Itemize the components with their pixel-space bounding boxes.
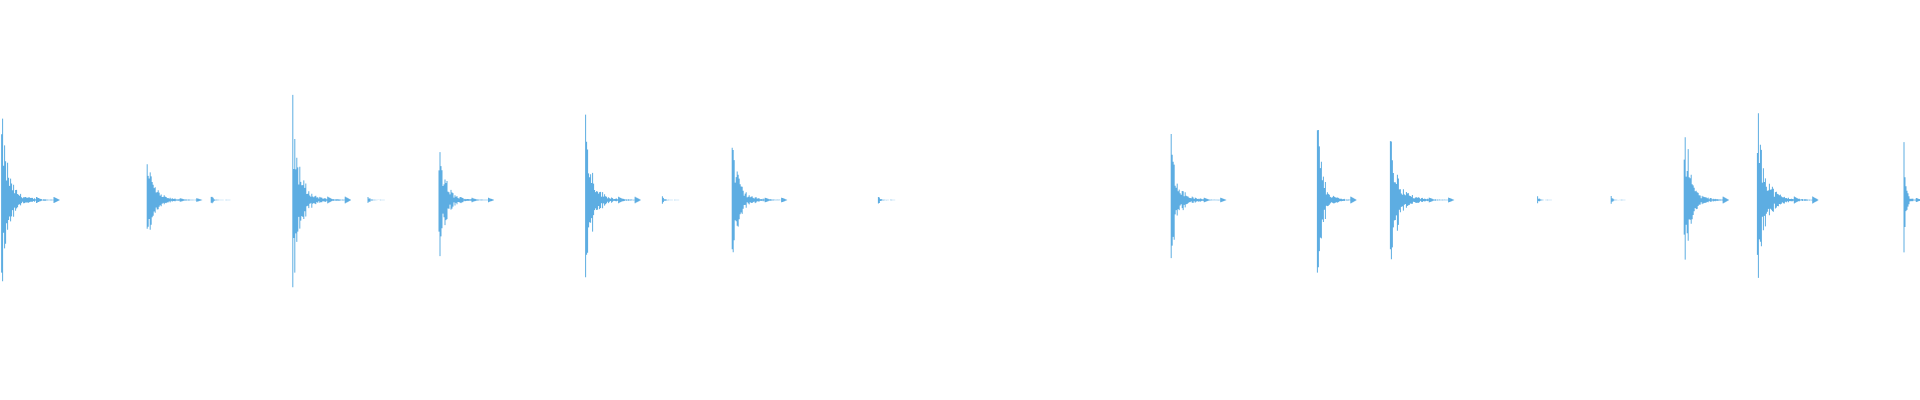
transient-burst: [146, 164, 203, 230]
waveform-segment: [731, 147, 785, 253]
transient-burst: [1610, 196, 1626, 204]
waveform-echo: [601, 196, 641, 204]
waveform-segment: [367, 197, 380, 203]
transient-burst: [1316, 130, 1357, 273]
waveform-segment: [1170, 134, 1225, 259]
transient-burst: [661, 196, 680, 204]
waveform-echo: [1915, 198, 1920, 202]
waveform-segment: [438, 152, 492, 257]
transient-burst: [210, 196, 231, 204]
waveform-segment: [1610, 196, 1620, 204]
transient-burst: [1756, 113, 1819, 278]
transient-burst: [731, 147, 788, 253]
waveform-echo: [1703, 196, 1729, 204]
waveform-segment: [146, 164, 200, 230]
transient-burst: [438, 152, 494, 257]
waveform-echo: [748, 197, 788, 203]
transient-burst: [292, 94, 351, 288]
waveform-echo: [309, 196, 351, 204]
waveform-echo: [1187, 197, 1227, 203]
waveform-echo: [455, 197, 494, 203]
transient-burst: [1170, 134, 1227, 259]
transient-burst: [1537, 196, 1552, 204]
waveform-echo: [1333, 196, 1357, 204]
waveform-segment: [877, 197, 891, 204]
waveform-segment: [1903, 142, 1919, 253]
waveform-segment: [661, 196, 673, 204]
transient-burst: [585, 114, 641, 278]
waveform-echo: [163, 198, 203, 202]
transient-burst: [1903, 142, 1920, 253]
transient-burst: [1683, 137, 1729, 260]
transient-burst: [367, 197, 385, 203]
waveform-segment: [210, 196, 224, 204]
transient-burst: [1, 118, 60, 282]
waveform-segment: [292, 94, 350, 288]
waveform-echo: [1775, 196, 1819, 204]
waveform-segment: [1, 118, 59, 282]
waveform-echo: [1409, 197, 1455, 203]
waveform-echo: [18, 197, 60, 203]
transient-burst: [1389, 141, 1455, 260]
waveform-segment: [1756, 113, 1817, 278]
waveform-segment: [1389, 141, 1453, 260]
transient-burst: [877, 197, 896, 204]
waveform-segment: [585, 114, 639, 278]
